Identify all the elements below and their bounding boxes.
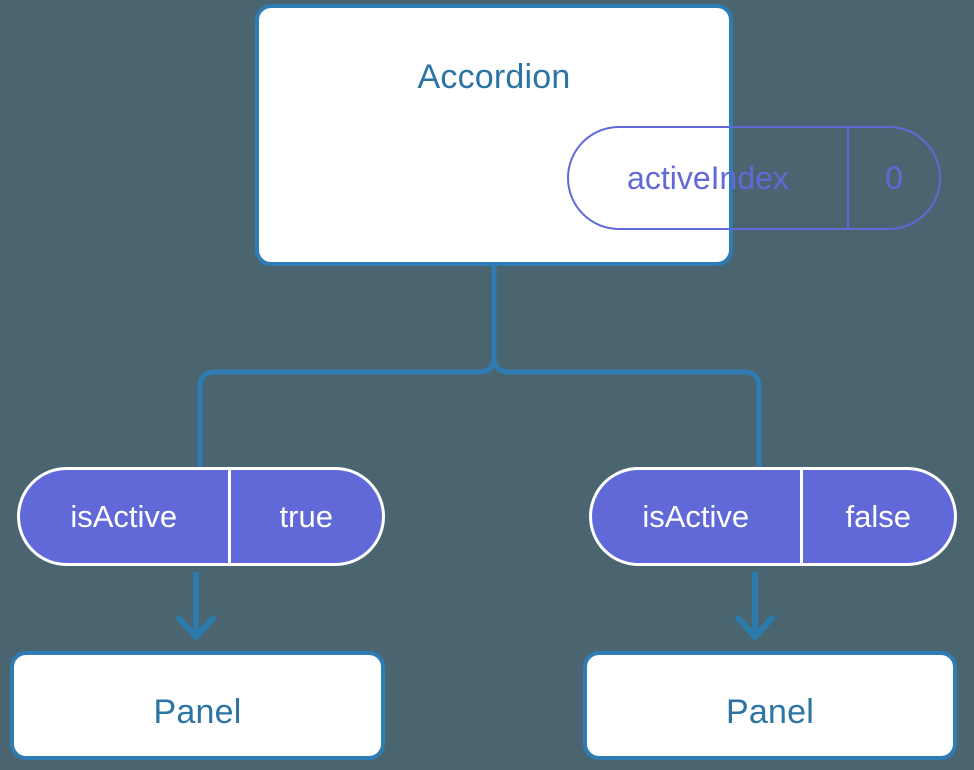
right-is-active-key: isActive bbox=[592, 470, 803, 563]
left-panel-component-card: Panel bbox=[10, 651, 385, 760]
accordion-active-index-value: 0 bbox=[885, 159, 903, 196]
left-panel-title: Panel bbox=[153, 693, 242, 731]
accordion-active-index-pill: activeIndex 0 bbox=[567, 126, 941, 230]
right-arrow-icon bbox=[735, 572, 775, 640]
left-is-active-value: true bbox=[279, 498, 333, 534]
tree-branch-connector bbox=[197, 263, 762, 470]
accordion-component-card: Accordion activeIndex 0 bbox=[255, 4, 941, 266]
accordion-title: Accordion bbox=[417, 58, 571, 96]
right-panel-title: Panel bbox=[726, 693, 814, 731]
right-panel-component-card: Panel bbox=[583, 651, 957, 760]
left-is-active-pill: isActive true bbox=[17, 467, 385, 566]
right-is-active-pill: isActive false bbox=[589, 467, 957, 566]
right-is-active-value: false bbox=[845, 498, 911, 534]
left-arrow-icon bbox=[176, 572, 216, 640]
left-is-active-key: isActive bbox=[20, 470, 231, 563]
accordion-active-index-key: activeIndex bbox=[569, 128, 849, 228]
